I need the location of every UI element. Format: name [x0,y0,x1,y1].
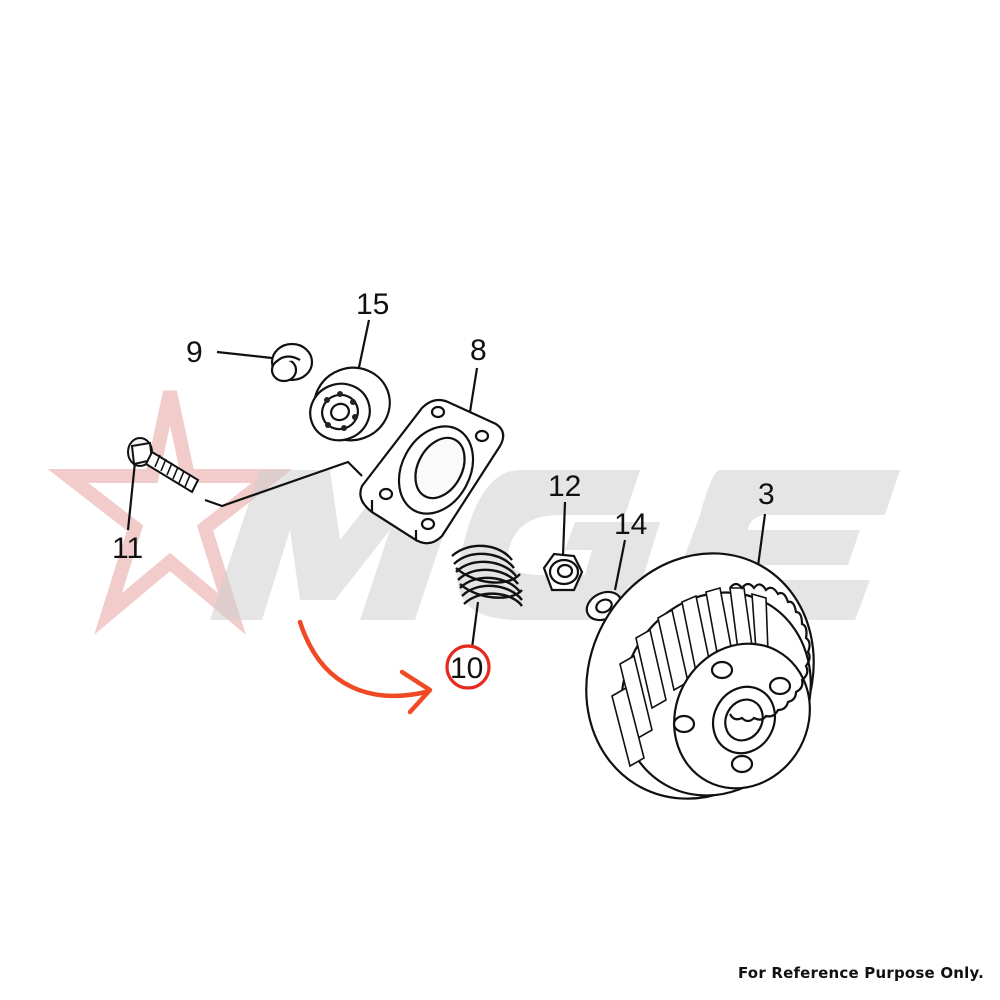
reference-note: For Reference Purpose Only. [737,964,984,982]
callout-bearing: 15 [356,288,389,321]
callout-washer: 14 [614,508,647,541]
nut-part [542,552,584,592]
pointer-arrow-icon [297,619,433,715]
callout-clutch-gear: 3 [758,478,775,511]
spring-part [451,544,523,607]
callout-holder: 8 [470,334,487,367]
watermark-star-icon [47,390,293,635]
clutch-gear-part [585,552,815,800]
highlight-circle [445,644,491,690]
bolt-part [127,437,200,494]
callout-spring: 10 [450,652,483,685]
cap-part [270,342,314,383]
holder-plate-part [359,398,505,545]
callout-cap: 9 [186,336,203,369]
bearing-part [309,366,391,442]
callout-nut: 12 [548,470,581,503]
callout-labels: 11 9 15 8 12 14 3 10 [112,288,775,685]
leader-lines [126,319,767,649]
callout-bolt: 11 [112,532,143,565]
